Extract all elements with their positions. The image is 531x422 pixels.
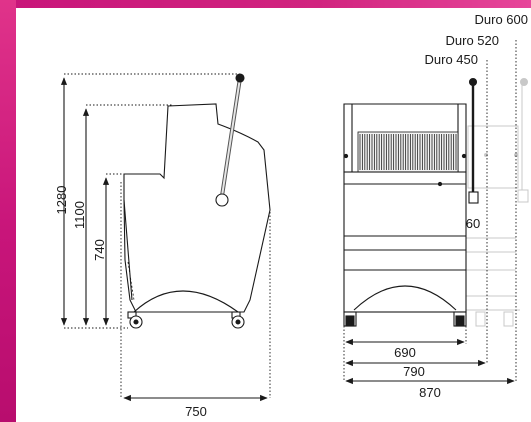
model-label-duro-520: Duro 520	[446, 33, 499, 48]
model-label-duro-450: Duro 450	[425, 52, 478, 67]
height-label-1280: 1280	[54, 186, 69, 215]
lever-knob-bottom	[215, 193, 229, 207]
side-body-outline	[123, 103, 271, 313]
height-label-740: 740	[92, 239, 107, 261]
side-reference-lines	[64, 73, 271, 398]
side-view	[60, 73, 271, 402]
side-base-arch	[133, 290, 239, 313]
side-wheel-right	[231, 311, 245, 329]
handle-label-60: 60	[466, 216, 480, 231]
height-label-1100: 1100	[72, 201, 87, 229]
width-label-870: 870	[419, 385, 441, 400]
front-base-arch	[353, 285, 457, 311]
front-body	[343, 171, 467, 313]
front-view	[343, 40, 517, 385]
grille-slats	[359, 134, 457, 170]
model-label-duro-600: Duro 600	[475, 12, 528, 27]
front-reference-lines	[343, 40, 517, 382]
front-ghost-models	[466, 78, 529, 327]
width-label-790: 790	[403, 364, 425, 379]
top-accent-band	[0, 0, 531, 8]
brand-sidebar-bar	[0, 0, 16, 422]
width-label-750: 750	[185, 404, 207, 419]
width-label-690: 690	[394, 345, 416, 360]
drawing-panel	[16, 8, 531, 390]
lever-knob-top	[235, 73, 245, 83]
side-wheel-left	[127, 311, 143, 329]
